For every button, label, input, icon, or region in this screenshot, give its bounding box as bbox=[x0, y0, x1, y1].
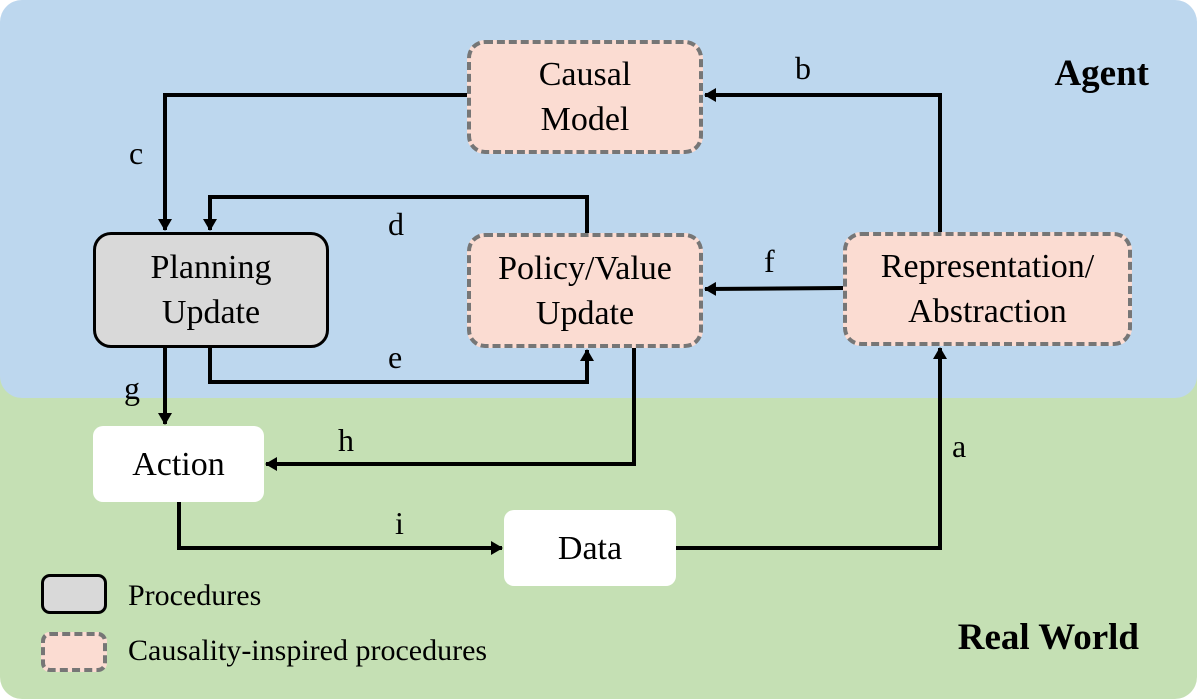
edge-h-arrow bbox=[265, 348, 636, 471]
planning-update-node: Planning Update bbox=[93, 232, 329, 348]
edge-c-arrow bbox=[158, 93, 467, 231]
edge-a-label: a bbox=[952, 428, 967, 464]
edge-a-arrow bbox=[676, 347, 947, 550]
data-label: Data bbox=[557, 529, 623, 567]
edge-b-label: b bbox=[795, 50, 811, 86]
edge-d-arrow bbox=[203, 195, 589, 233]
policy-value-update-label-line1: Policy/Value bbox=[498, 249, 672, 287]
legend-causal-procedures-label: Causality-inspired procedures bbox=[128, 634, 488, 667]
real-world-region-title: Real World bbox=[957, 617, 1139, 658]
causal-model-label-line1: Causal bbox=[538, 56, 632, 93]
policy-value-update-label-line2: Update bbox=[535, 294, 635, 332]
data-node: Data bbox=[504, 510, 676, 586]
causal-model-label-line2: Model bbox=[540, 101, 630, 138]
edge-d-label: d bbox=[388, 206, 404, 242]
edge-e-arrow bbox=[208, 348, 594, 384]
action-label: Action bbox=[132, 445, 225, 483]
action-node: Action bbox=[93, 426, 264, 502]
representation-label-line2: Abstraction bbox=[908, 293, 1067, 330]
edge-h-label: h bbox=[338, 422, 354, 458]
causal-model-node: Causal Model bbox=[467, 40, 703, 154]
edge-f-label: f bbox=[764, 243, 775, 279]
edge-i-arrow bbox=[177, 502, 503, 555]
edge-g-label: g bbox=[124, 370, 140, 406]
edge-b-arrow bbox=[704, 88, 942, 232]
representation-abstraction-node: Representation/ Abstraction bbox=[843, 232, 1132, 346]
edge-c-label: c bbox=[129, 135, 144, 171]
legend-causal-procedures-swatch bbox=[41, 632, 107, 672]
edge-f-arrow bbox=[704, 281, 844, 296]
planning-update-label-line2: Update bbox=[161, 294, 261, 331]
representation-label-line1: Representation/ bbox=[880, 248, 1095, 285]
edge-i-label: i bbox=[395, 505, 404, 541]
edge-e-label: e bbox=[388, 339, 403, 375]
planning-update-label-line1: Planning bbox=[150, 249, 272, 286]
agent-region-title: Agent bbox=[1054, 53, 1149, 94]
policy-value-update-node: Policy/Value Update bbox=[467, 233, 703, 348]
legend-procedures-swatch bbox=[41, 574, 107, 614]
legend-procedures-label: Procedures bbox=[128, 579, 262, 612]
